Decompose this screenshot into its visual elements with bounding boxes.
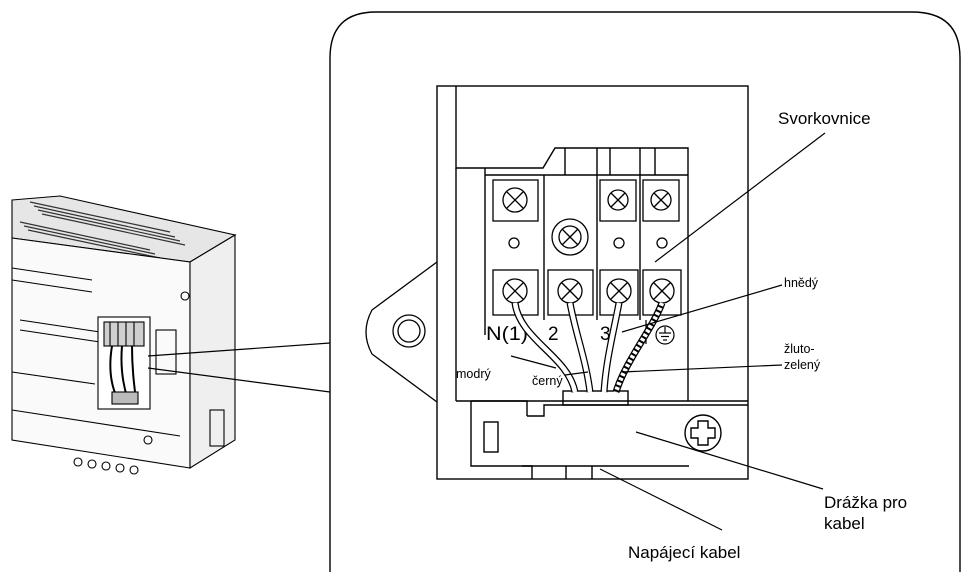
label-modry: modrý: [456, 367, 491, 381]
upper-terminal-2: [551, 218, 589, 256]
terminal-label-n1: N(1): [486, 324, 528, 345]
wire-black-core: [567, 302, 593, 393]
terminal-housing: [436, 85, 749, 480]
earth-ground-icon: [655, 325, 675, 345]
terminal-label-2: 2: [548, 324, 559, 345]
label-zluto-line1: žluto-: [784, 342, 815, 356]
zoom-callout-lines: [147, 342, 331, 393]
leader-lines: [510, 132, 826, 531]
label-drazka-line1: Drážka pro: [824, 493, 907, 512]
upper-terminal-1: [492, 179, 539, 249]
wire-yellow-green: [612, 301, 666, 394]
wires: [511, 301, 666, 394]
label-napajeci-kabel: Napájecí kabel: [628, 543, 740, 562]
upper-terminal-4: [642, 179, 680, 249]
zoom-frame: [329, 11, 961, 572]
upper-terminal-row: [492, 179, 680, 256]
lower-terminal-row: [492, 269, 682, 316]
wire-yellow-green-core: [613, 302, 665, 393]
upper-terminal-3: [599, 179, 637, 249]
lower-terminal-n1: [492, 269, 539, 316]
label-hnedy: hnědý: [784, 276, 819, 290]
device-overview: [11, 195, 237, 475]
label-zluto-line2: zelený: [784, 358, 821, 372]
label-drazka-line2: kabel: [824, 514, 865, 533]
wire-blue-core: [512, 302, 578, 393]
wire-brown-core: [601, 302, 622, 393]
mounting-ear: [365, 261, 438, 403]
terminal-label-3: 3: [600, 324, 611, 345]
label-svorkovnice: Svorkovnice: [778, 109, 871, 128]
label-cerny: černý: [532, 374, 563, 388]
